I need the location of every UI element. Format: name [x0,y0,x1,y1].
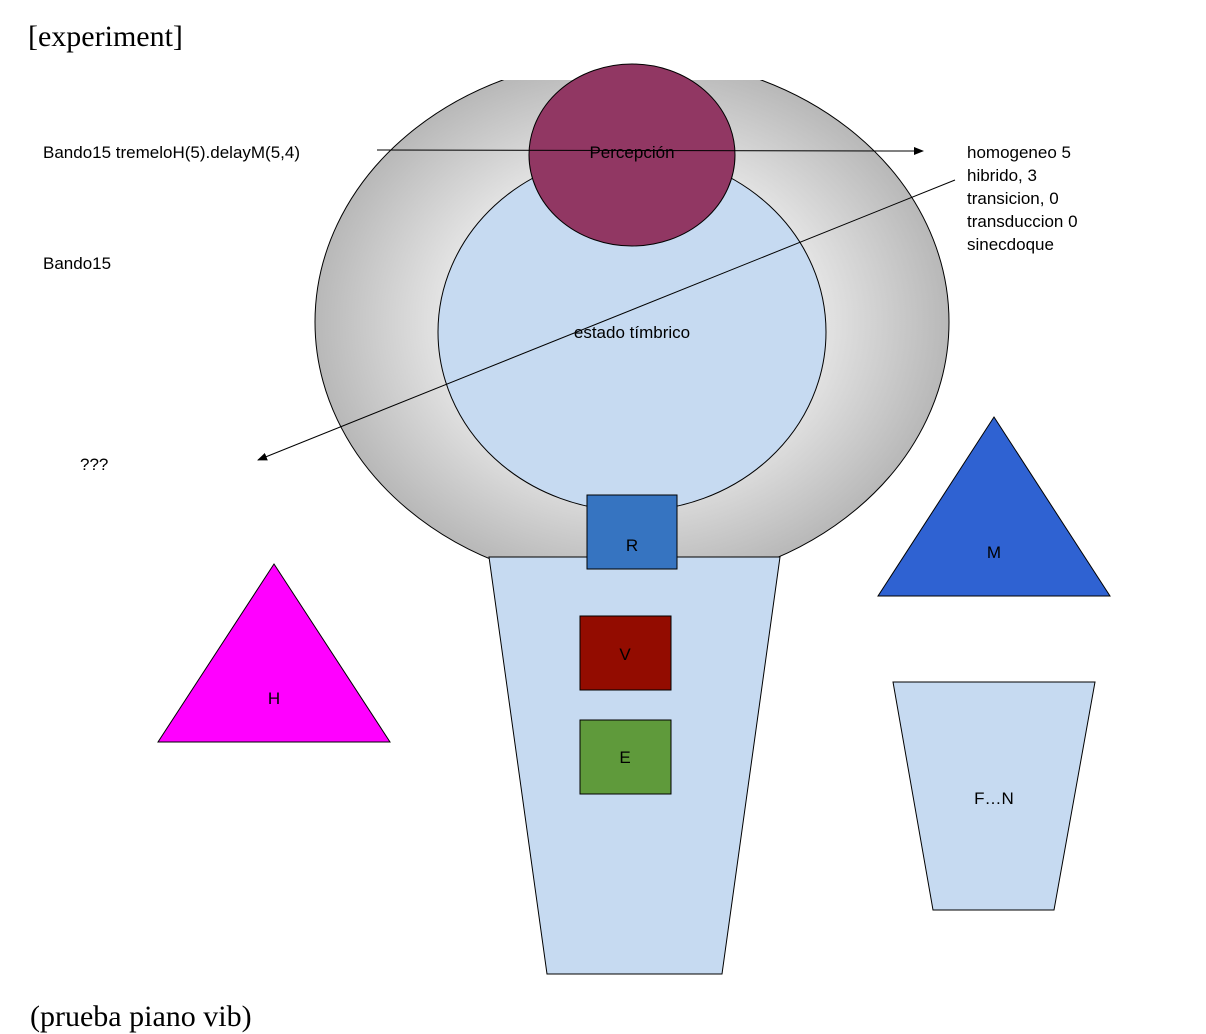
e-box [579,719,672,795]
right-list-item: hibrido, 3 [967,166,1037,185]
label-fn: F…N [974,789,1014,808]
r-box [586,494,678,570]
diagram-canvas: Bando15 tremeloH(5).delayM(5,4) Bando15 … [43,63,1111,975]
m-triangle [877,416,1111,597]
label-v: V [619,645,631,664]
page-footer-text: (prueba piano vib) [30,1000,252,1033]
v-box [579,615,672,691]
label-h: H [268,689,280,708]
label-r: R [626,536,638,555]
page-title: [experiment] [28,20,183,53]
right-list-item: transicion, 0 [967,189,1059,208]
label-left-mid: Bando15 [43,254,111,273]
arrow-right [376,146,924,155]
arrow-diagonal [257,179,956,461]
right-list-item: transduccion 0 [967,212,1078,231]
label-e: E [619,748,630,767]
label-percepcion: Percepción [589,143,674,162]
label-m: M [987,543,1001,562]
label-estado-timbrico: estado tímbrico [574,323,690,342]
label-left-top: Bando15 tremeloH(5).delayM(5,4) [43,143,300,162]
percepcion-circle [528,63,736,247]
right-list-item: homogeneo 5 [967,143,1071,162]
fn-trapezoid [892,681,1096,911]
right-list-item: sinecdoque [967,235,1054,254]
label-left-bottom: ??? [80,455,108,474]
h-triangle [157,563,391,743]
